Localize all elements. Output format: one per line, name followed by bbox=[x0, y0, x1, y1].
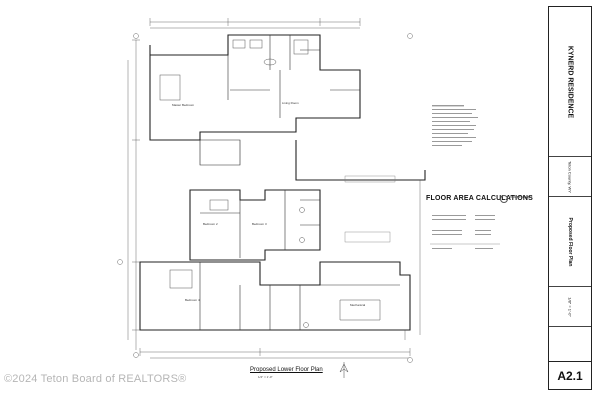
plan-scale: 1/4" = 1'-0" bbox=[258, 375, 273, 379]
sheet-number: A2.1 bbox=[549, 361, 591, 389]
logo-text: housesbyart bbox=[510, 194, 532, 199]
drawing-title-cell: Proposed Floor Plan bbox=[549, 197, 591, 287]
room-label: Bedroom 2 bbox=[203, 222, 218, 226]
firm-logo: housesbyart bbox=[500, 194, 540, 206]
drawing-title: Proposed Floor Plan bbox=[567, 217, 573, 266]
location-cell: Teton County, WY bbox=[549, 157, 591, 197]
room-label: Bedroom 4 bbox=[185, 298, 200, 302]
title-block: KYNERD RESIDENCE Teton County, WY Propos… bbox=[548, 6, 592, 390]
drawing-scale: 1/8" = 1'-0" bbox=[567, 296, 573, 317]
room-label: Bedroom 3 bbox=[252, 222, 267, 226]
project-name-cell: KYNERD RESIDENCE bbox=[549, 7, 591, 157]
north-arrow-icon bbox=[339, 362, 349, 378]
floor-area-heading: FLOOR AREA CALCULATIONS bbox=[426, 195, 533, 202]
scale-cell: 1/8" = 1'-0" bbox=[549, 287, 591, 327]
house-logo-icon bbox=[500, 195, 508, 203]
copyright-watermark: ©2024 Teton Board of REALTORS® bbox=[4, 373, 187, 385]
project-name: KYNERD RESIDENCE bbox=[566, 45, 574, 118]
plan-title: Proposed Lower Floor Plan bbox=[250, 367, 323, 373]
room-label: Living Room bbox=[282, 101, 299, 105]
room-label: Mechanical bbox=[350, 303, 366, 307]
room-label: Master Bedroom bbox=[172, 103, 195, 107]
project-location: Teton County, WY bbox=[567, 160, 573, 193]
